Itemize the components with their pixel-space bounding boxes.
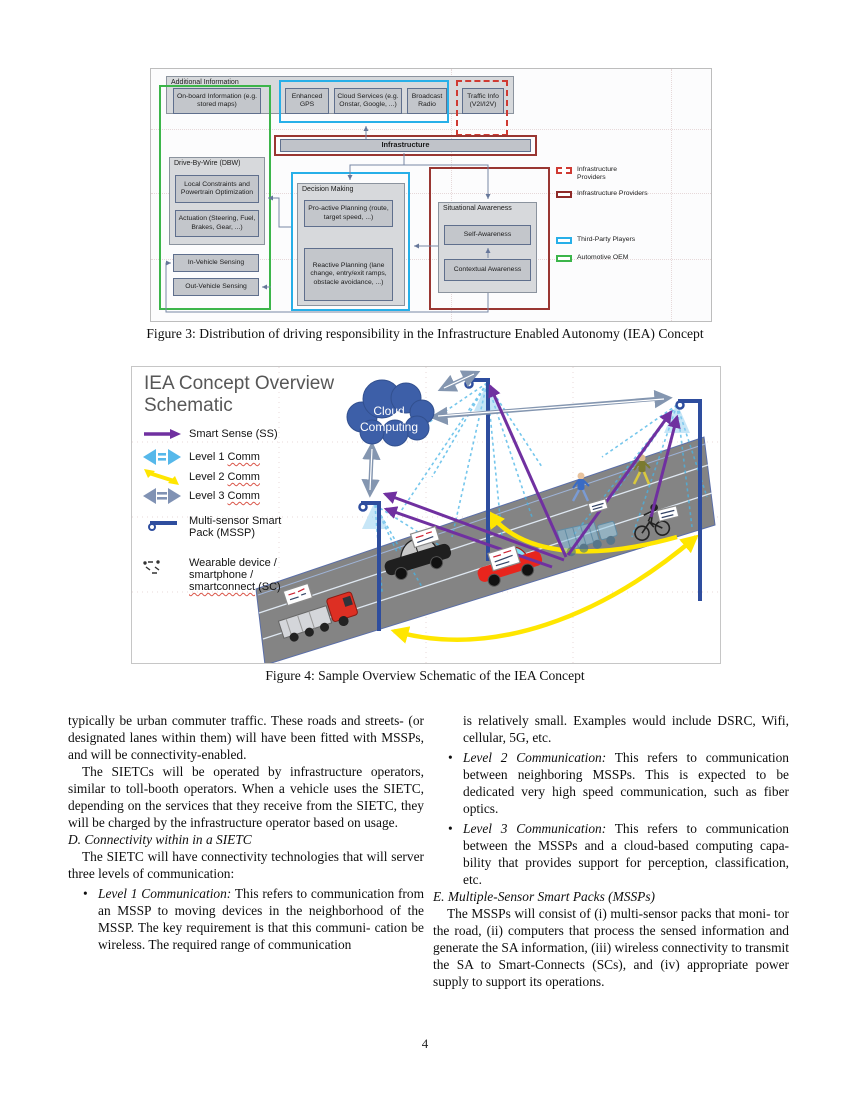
box-actuation: Actuation (Steering, Fuel, Brakes, Gear,… xyxy=(175,210,259,237)
figure4-diagram: Cloud Computing IEA Concept Overview Sch… xyxy=(131,366,721,664)
cloud-computing: Cloud Computing xyxy=(346,379,435,447)
gridline xyxy=(671,69,672,321)
box-local-constraints: Local Constraints and Powertrain Optimiz… xyxy=(175,175,259,203)
page-number: 4 xyxy=(421,1036,429,1051)
third-party-top-frame xyxy=(279,80,449,123)
legend-label: Infrastructure Providers xyxy=(577,166,618,182)
paragraph: The SIETC will have connectivity technol… xyxy=(68,849,424,881)
legend-label: Level 2 Comm xyxy=(189,470,260,483)
legend-label: Third-Party Players xyxy=(577,236,636,243)
legend-level3-comm: Level 3 Comm xyxy=(142,486,283,506)
cloud-label-line2: Computing xyxy=(360,420,418,434)
box-infrastructure: Infrastructure xyxy=(280,139,531,152)
bullet-level1: Level 1 Communication: This refers to co… xyxy=(68,885,424,953)
slate-double-arrow-icon xyxy=(143,488,181,504)
legend-level2-comm: Level 2 Comm xyxy=(142,467,283,487)
box-traffic-info: Traffic Info (V2I/I2V) xyxy=(462,88,504,114)
wearable-device-icon xyxy=(143,560,160,574)
figure4-caption: Figure 4: Sample Overview Schematic of t… xyxy=(265,668,585,683)
legend-label: Wearable device / smartphone / smartconn… xyxy=(189,557,281,594)
figure4-scene: Cloud Computing xyxy=(132,367,720,663)
legend-label: Level 3 Comm xyxy=(189,489,260,502)
cloud-label-line1: Cloud xyxy=(373,404,404,418)
legend-item-automotive-oem: Automotive OEM xyxy=(556,254,628,262)
bullet-term: Level 2 Communication: xyxy=(463,750,607,765)
box-reactive-planning: Reactive Planning (lane change, entry/ex… xyxy=(304,248,393,301)
box-proactive-planning: Pro-active Planning (route, target speed… xyxy=(304,200,393,227)
bullet-text: This refers to communication from an MSS… xyxy=(98,886,424,952)
bullet-continuation: is relatively small. Examples would incl… xyxy=(463,713,789,745)
level2-comm-arcs xyxy=(390,510,699,644)
paragraph: typically be urban commuter traffic. The… xyxy=(68,713,424,762)
box-in-vehicle-sensing: In-Vehicle Sensing xyxy=(173,254,259,272)
section-heading-d: D. Connectivity within in a SIETC xyxy=(68,832,252,847)
right-column: is relatively small. Examples would incl… xyxy=(433,712,789,990)
blue-swatch-icon xyxy=(556,237,572,244)
yellow-zigzag-arrow-icon xyxy=(144,469,179,485)
legend-wearable: Wearable device / smartphone / smartconn… xyxy=(142,557,283,593)
decision-making-label: Decision Making xyxy=(302,186,354,193)
legend-item-infra-providers: Infrastructure Providers xyxy=(556,190,648,198)
mssp-pole-icon xyxy=(148,521,177,531)
dbw-label: Drive-By-Wire (DBW) xyxy=(174,160,241,167)
legend-mssp: Multi-sensor Smart Pack (MSSP) xyxy=(142,515,283,539)
legend-item-third-party: Third-Party Players xyxy=(556,236,635,244)
green-swatch-icon xyxy=(556,255,572,262)
solid-red-swatch-icon xyxy=(556,191,572,198)
bullet-text: This refers to communication between the… xyxy=(463,821,789,887)
legend-label: Level 1 Comm xyxy=(189,450,260,463)
red-semi-truck xyxy=(277,591,358,642)
bullet-term: Level 1 Communication: xyxy=(98,886,232,901)
mssp-pole-left xyxy=(361,501,381,631)
box-onboard-information: On-board Information (e.g. stored maps) xyxy=(173,88,261,114)
level3-comm-arrows xyxy=(361,370,673,498)
bullet-level3: Level 3 Communication: This refers to co… xyxy=(433,820,789,888)
box-enhanced-gps: Enhanced GPS xyxy=(285,88,329,114)
box-cloud-services: Cloud Services (e.g. Onstar, Google, ...… xyxy=(334,88,402,114)
figure4-title: IEA Concept Overview Schematic xyxy=(144,373,335,417)
legend-item-infra-providers-dashed: Infrastructure Providers xyxy=(556,166,633,183)
smart-sense-arrows xyxy=(382,383,681,569)
box-out-vehicle-sensing: Out-Vehicle Sensing xyxy=(173,278,259,296)
legend-label: Multi-sensor Smart Pack (MSSP) xyxy=(189,515,282,540)
situational-awareness-label: Situational Awareness xyxy=(443,205,512,212)
dashed-red-swatch-icon xyxy=(556,167,572,174)
bullet-level2: Level 2 Communication: This refers to co… xyxy=(433,749,789,817)
infrastructure-sa-frame xyxy=(429,167,550,310)
bullet-term: Level 3 Communication: xyxy=(463,821,607,836)
bullet-text: This refers to communication between nei… xyxy=(463,750,789,816)
paragraph: The MSSPs will consist of (i) multi-sens… xyxy=(433,906,789,989)
gridline xyxy=(151,129,711,130)
paragraph: The SIETCs will be operated by infrastru… xyxy=(68,764,424,830)
mssp-pole-right xyxy=(678,399,702,601)
box-self-awareness: Self-Awareness xyxy=(444,225,531,245)
box-contextual-awareness: Contextual Awareness xyxy=(444,259,531,281)
section-heading-e: E. Multiple-Sensor Smart Packs (MSSPs) xyxy=(433,889,656,904)
figure3-diagram: Additional Information On-board Informat… xyxy=(150,68,712,322)
gridline xyxy=(151,259,711,260)
purple-arrow-icon xyxy=(144,429,181,439)
pedestrian-blue xyxy=(571,472,590,502)
legend-level1-comm: Level 1 Comm xyxy=(142,447,283,467)
additional-information-label: Additional Information xyxy=(171,79,239,86)
legend-label: Smart Sense (SS) xyxy=(189,427,278,440)
sc-signs xyxy=(282,497,680,607)
left-column: typically be urban commuter traffic. The… xyxy=(68,712,424,953)
box-broadcast-radio: Broadcast Radio xyxy=(407,88,447,114)
infrastructure-frame xyxy=(274,135,537,156)
figure3-caption: Figure 3: Distribution of driving respon… xyxy=(146,326,704,341)
legend-label: Automotive OEM xyxy=(577,254,629,261)
lightblue-double-arrow-icon xyxy=(143,449,181,465)
legend-smart-sense: Smart Sense (SS) xyxy=(142,427,283,441)
legend-label: Infrastructure Providers xyxy=(577,190,648,197)
